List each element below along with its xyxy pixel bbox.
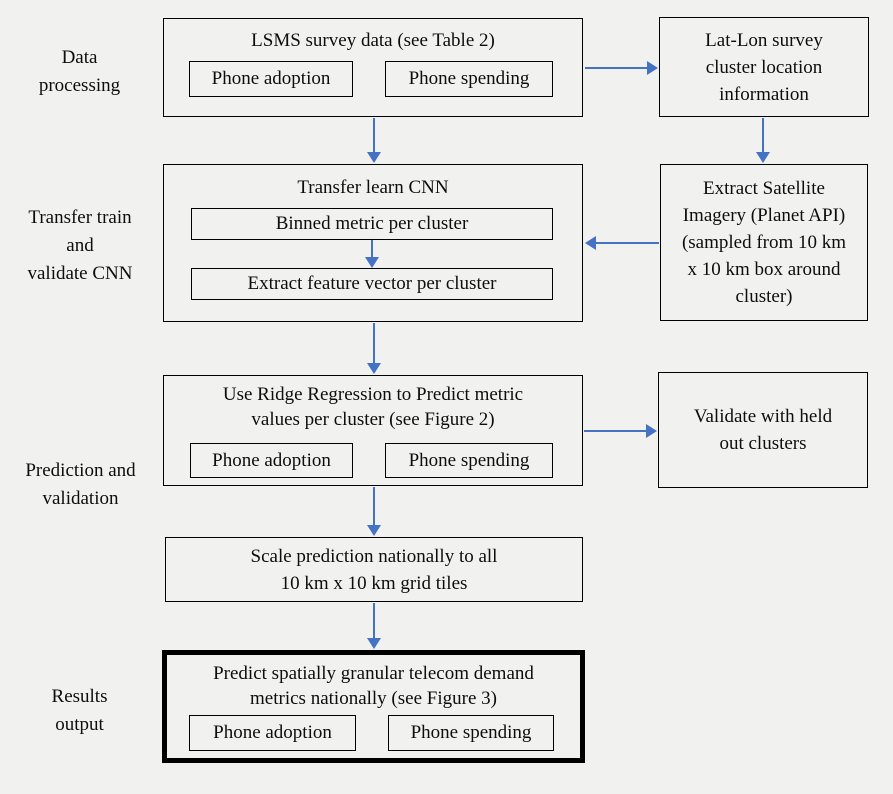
- stage-label-prediction-validation: Prediction and validation: [25, 460, 136, 509]
- subbox-lsms-phone-spending: Phone spending: [385, 61, 553, 97]
- arrowhead-left-icon: [585, 236, 596, 250]
- arrow-lsms-to-transfer-cnn: [367, 118, 381, 163]
- arrow-shaft: [762, 118, 764, 154]
- box-scale-text: Scale prediction nationally to all 10 km…: [250, 545, 498, 594]
- subbox-binned-metric: Binned metric per cluster: [191, 208, 553, 240]
- box-results-predict-demand: Predict spatially granular telecom deman…: [162, 650, 585, 763]
- box-transfer-learn-cnn: Transfer learn CNN: [163, 164, 583, 322]
- stage-label-transfer-train: Transfer train and validate CNN: [27, 207, 133, 284]
- arrow-shaft: [373, 323, 375, 365]
- box-validate-text: Validate with held out clusters: [693, 406, 833, 454]
- arrowhead-down-icon: [367, 363, 381, 374]
- subbox-results-phone-adoption: Phone adoption: [189, 715, 356, 751]
- arrow-lsms-to-latlon: [585, 61, 658, 75]
- box-lsms-survey-data: LSMS survey data (see Table 2): [163, 18, 583, 117]
- subbox-lsms-phone-adoption: Phone adoption: [189, 61, 353, 97]
- arrowhead-right-icon: [647, 61, 658, 75]
- arrow-shaft: [584, 430, 648, 432]
- box-results-title: Predict spatially granular telecom deman…: [213, 663, 534, 709]
- arrow-binned-to-extract-feature: [365, 240, 379, 268]
- arrow-transfer-cnn-to-ridge: [367, 323, 381, 374]
- arrow-ridge-to-validate: [584, 424, 657, 438]
- arrow-satellite-to-transfer-cnn: [585, 236, 659, 250]
- box-satellite-text: Extract Satellite Imagery (Planet API) (…: [681, 178, 847, 307]
- arrow-shaft: [594, 242, 659, 244]
- subbox-ridge-phone-spending: Phone spending: [385, 443, 553, 478]
- arrowhead-right-icon: [646, 424, 657, 438]
- box-validate-held-out: Validate with held out clusters: [658, 372, 868, 488]
- arrow-shaft: [373, 118, 375, 154]
- subbox-ridge-phone-adoption: Phone adoption: [190, 443, 353, 478]
- subbox-extract-feature-vector: Extract feature vector per cluster: [191, 268, 553, 300]
- stage-label-data-processing: Data processing: [38, 47, 121, 96]
- arrowhead-down-icon: [367, 638, 381, 649]
- stage-label-results-output: Results output: [51, 686, 108, 735]
- arrowhead-down-icon: [367, 152, 381, 163]
- arrow-ridge-to-scale: [367, 487, 381, 536]
- arrow-scale-to-results: [367, 603, 381, 649]
- arrowhead-down-icon: [756, 152, 770, 163]
- box-extract-satellite-imagery: Extract Satellite Imagery (Planet API) (…: [660, 164, 868, 321]
- arrow-shaft: [371, 240, 373, 259]
- arrowhead-down-icon: [367, 525, 381, 536]
- arrow-shaft: [585, 67, 649, 69]
- arrow-shaft: [373, 487, 375, 527]
- box-ridge-regression: Use Ridge Regression to Predict metric v…: [163, 375, 583, 486]
- box-scale-prediction: Scale prediction nationally to all 10 km…: [165, 537, 583, 602]
- box-lsms-title: LSMS survey data (see Table 2): [251, 30, 495, 51]
- arrow-latlon-to-satellite: [756, 118, 770, 163]
- subbox-results-phone-spending: Phone spending: [388, 715, 554, 751]
- arrowhead-down-icon: [365, 257, 379, 268]
- box-ridge-title: Use Ridge Regression to Predict metric v…: [222, 384, 524, 430]
- arrow-shaft: [373, 603, 375, 640]
- box-latlon-cluster-info: Lat-Lon survey cluster location informat…: [659, 17, 869, 117]
- box-latlon-text: Lat-Lon survey cluster location informat…: [705, 29, 823, 105]
- box-transfer-cnn-title: Transfer learn CNN: [297, 177, 449, 198]
